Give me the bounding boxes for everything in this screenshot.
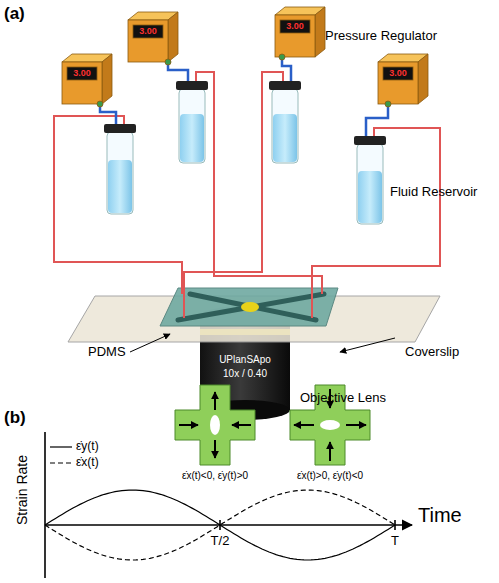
channel-cross <box>178 294 324 320</box>
axis-label: Strain Rate <box>14 455 30 525</box>
inset-caption: ε̇x(t)>0, ε̇y(t)<0 <box>295 470 365 482</box>
legend-text: ε̇x(t) <box>76 456 99 470</box>
pressure-tubing <box>100 57 388 136</box>
stagnation-point <box>241 302 259 312</box>
pressure-regulator <box>62 7 428 107</box>
legend-sample-solid <box>50 446 72 447</box>
strain-rate-y-curve <box>45 490 395 560</box>
lens-marking: UPlanSApo <box>219 354 271 366</box>
legend-text: ε̇y(t) <box>76 440 99 454</box>
inset-caption: ε̇x(t)<0, ε̇y(t)>0 <box>180 470 250 482</box>
part-label: Fluid Reservoir <box>390 185 477 200</box>
pressure-readout: 3.00 <box>139 26 157 36</box>
strain-rate-x-curve <box>45 490 395 560</box>
leader-line <box>130 334 170 352</box>
legend-sample-dashed <box>50 462 72 463</box>
part-label: Objective Lens <box>300 391 386 406</box>
panel-letter: (a) <box>4 4 25 24</box>
fluid-reservoir <box>104 81 386 224</box>
pressure-readout: 3.00 <box>286 21 304 31</box>
pressure-readout: 3.00 <box>389 68 407 78</box>
panel-letter: (b) <box>4 408 26 428</box>
pressure-readout: 3.00 <box>73 68 91 78</box>
outlet-tubing <box>54 72 440 318</box>
part-label: PDMS <box>88 345 126 360</box>
part-label: Pressure Regulator <box>325 29 437 44</box>
tick-label: T <box>389 534 401 549</box>
axis-label: Time <box>418 504 462 527</box>
tick-label: T/2 <box>209 534 232 549</box>
lens-marking: 10x / 0.40 <box>223 368 267 380</box>
part-label: Coverslip <box>405 345 459 360</box>
leader-line <box>340 338 395 352</box>
